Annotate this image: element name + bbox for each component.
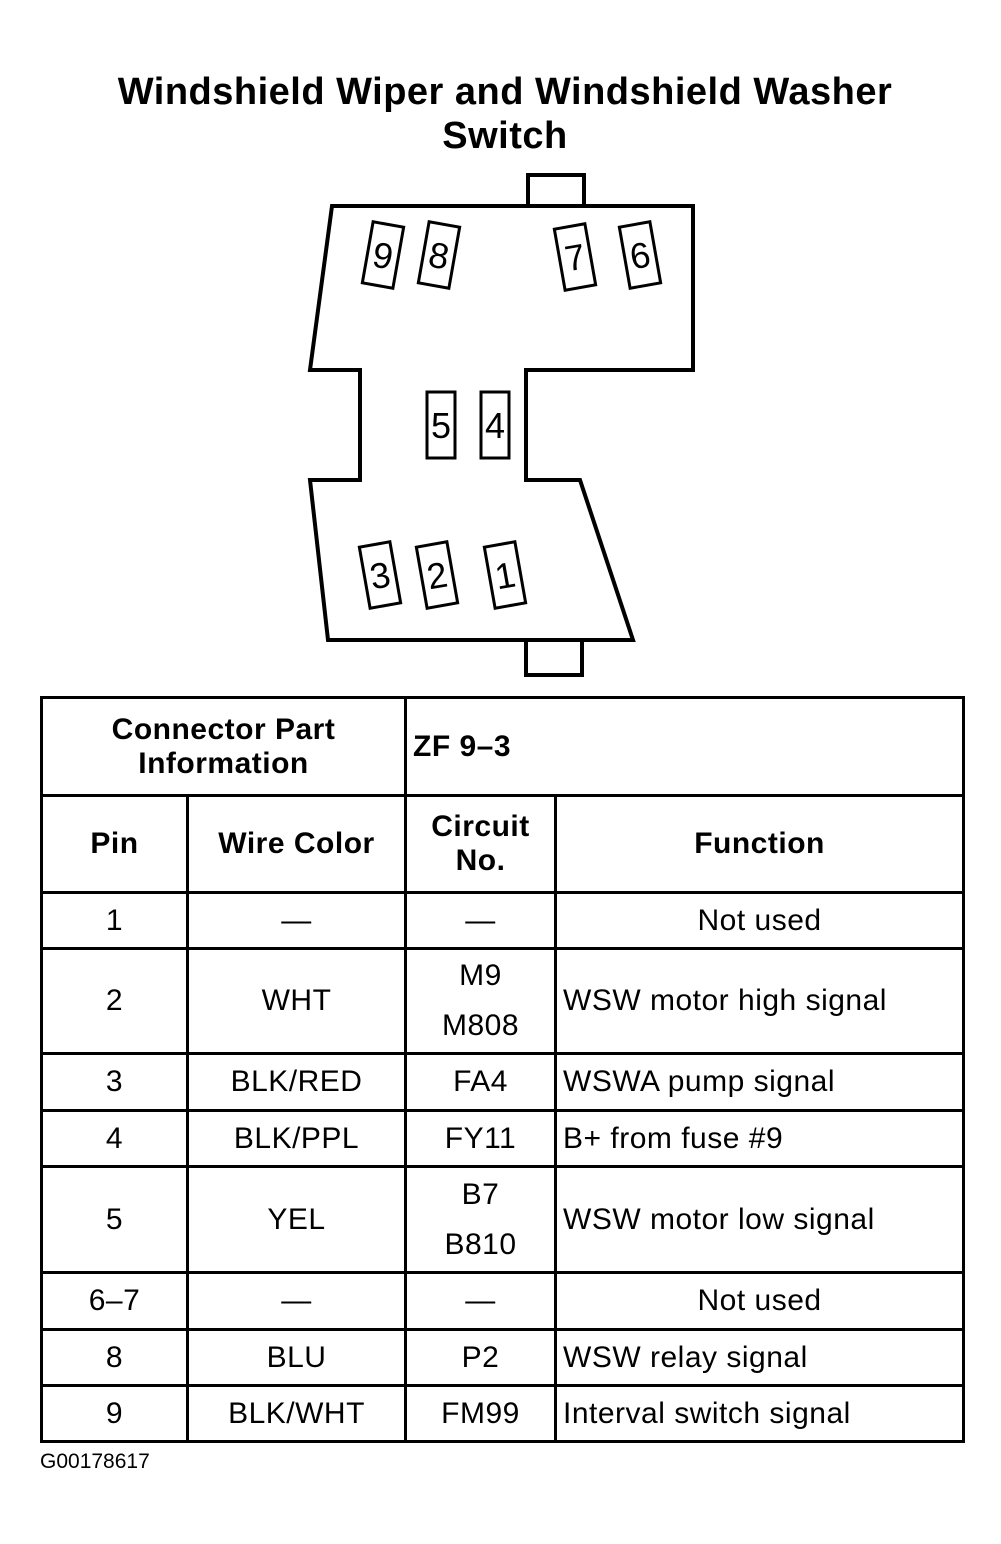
pin-cell: 1 (40, 891, 189, 950)
bottom-lock-tab (524, 638, 584, 677)
pin-number-label: 4 (485, 405, 505, 446)
pin-terminal-6: 6 (617, 220, 663, 290)
circuit-no-line1: B7 (461, 1177, 500, 1211)
pin-terminal-9: 9 (360, 220, 406, 290)
top-lock-tab (526, 173, 586, 210)
wire-color-cell: BLK/PPL (185, 1109, 408, 1168)
function-cell: WSWA pump signal (554, 1052, 966, 1112)
header-circuit-no: Circuit No. (404, 794, 558, 894)
wire-color-cell: — (185, 891, 408, 950)
pin-number-label: 5 (431, 405, 451, 446)
pin-cavity (617, 220, 663, 290)
pin-cell: 9 (40, 1384, 189, 1443)
wire-color-cell: BLU (185, 1328, 408, 1387)
circuit-no-cell: P2 (404, 1328, 558, 1387)
part-info-row: Connector Part Information ZF 9–3 (39, 696, 966, 797)
pin-cavity (479, 390, 511, 460)
pin-cavity (482, 540, 528, 610)
part-info-value: ZF 9–3 (404, 696, 966, 797)
pin-cavity (552, 222, 598, 292)
circuit-no-line1: FY11 (444, 1121, 517, 1155)
pin-terminal-2: 2 (414, 540, 460, 610)
wire-color-cell: BLK/WHT (185, 1384, 408, 1443)
diagram-title-line2: Switch (442, 115, 568, 157)
pin-cavity (360, 220, 406, 290)
header-pin: Pin (40, 794, 189, 894)
part-info-label-line2: Information (138, 746, 309, 780)
circuit-no-cell: — (404, 1271, 558, 1331)
pin-cell: 5 (40, 1165, 189, 1274)
circuit-no-line2: B810 (444, 1227, 517, 1261)
pin-cell: 6–7 (40, 1271, 189, 1331)
pin-cell: 4 (40, 1109, 189, 1168)
circuit-no-line2: M808 (441, 1009, 520, 1042)
pin-terminal-3: 3 (357, 540, 403, 610)
function-cell: WSW motor high signal (554, 947, 966, 1055)
circuit-no-line1: — (465, 1284, 496, 1317)
circuit-no-line1: P2 (461, 1340, 500, 1374)
circuit-no-cell: FM99 (404, 1384, 558, 1443)
pin-terminal-7: 7 (552, 222, 598, 292)
pin-terminal-1: 1 (482, 540, 528, 610)
circuit-no-cell: FA4 (404, 1052, 558, 1112)
circuit-no-line1: FM99 (441, 1396, 520, 1430)
circuit-no-line1: — (465, 903, 496, 937)
function-cell: B+ from fuse #9 (554, 1109, 966, 1168)
table-row: 1——Not used (40, 891, 966, 950)
pin-cavity (414, 540, 460, 610)
connector-table: Connector Part Information ZF 9–3 Pin Wi… (39, 696, 966, 1443)
pin-cell: 2 (40, 947, 189, 1055)
wire-color-cell: YEL (185, 1165, 408, 1274)
part-info-label: Connector Part Information (39, 696, 408, 797)
circuit-no-cell: — (404, 891, 558, 950)
function-cell: Not used (554, 891, 966, 950)
header-function: Function (554, 794, 966, 894)
circuit-no-line1: M9 (459, 959, 502, 992)
function-cell: Interval switch signal (554, 1384, 966, 1443)
pin-cavity (357, 540, 403, 610)
circuit-no-cell: FY11 (404, 1109, 558, 1168)
wire-color-cell: BLK/RED (185, 1052, 408, 1112)
pin-cavity (425, 390, 457, 460)
header-circuit-line1: Circuit (431, 810, 530, 843)
function-cell: Not used (554, 1271, 966, 1331)
part-info-label-line1: Connector Part (111, 712, 336, 746)
wire-color-cell: WHT (185, 947, 408, 1055)
circuit-no-line1: FA4 (453, 1065, 508, 1098)
pin-terminal-8: 8 (416, 220, 462, 290)
figure-id: G00178617 (40, 1450, 150, 1473)
pin-cavity (416, 220, 462, 290)
diagram-title-line1: Windshield Wiper and Windshield Washer (117, 71, 893, 113)
table-row: 6–7——Not used (40, 1271, 966, 1331)
header-wire-color: Wire Color (185, 794, 408, 894)
header-row: Pin Wire Color Circuit No. Function (40, 794, 966, 894)
function-cell: WSW motor low signal (554, 1165, 966, 1274)
wire-color-cell: — (185, 1271, 408, 1331)
function-cell: WSW relay signal (554, 1328, 966, 1387)
pin-terminal-5: 5 (425, 390, 457, 460)
pin-terminal-4: 4 (479, 390, 511, 460)
pin-cell: 3 (40, 1052, 189, 1112)
pin-cell: 8 (40, 1328, 189, 1387)
header-circuit-line2: No. (455, 844, 506, 877)
